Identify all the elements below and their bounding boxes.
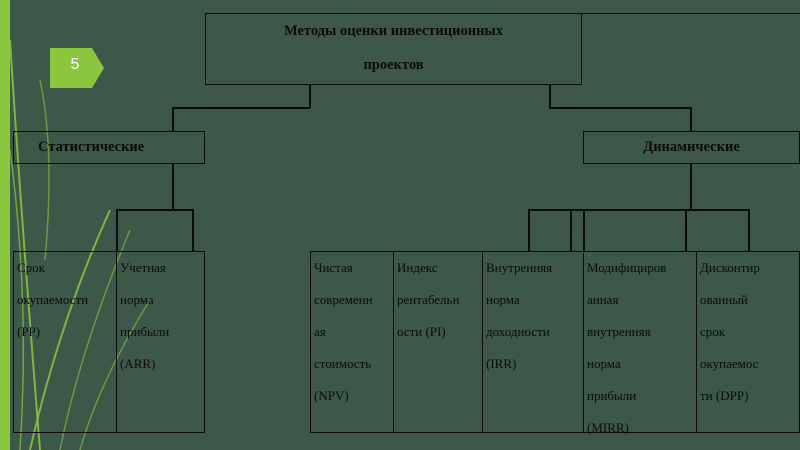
method-text: рентабельн (397, 292, 460, 307)
connector (570, 209, 572, 251)
method-text: анная (587, 292, 619, 307)
category-dynamic: Динамические (583, 131, 800, 164)
connector (309, 85, 311, 108)
method-text: срок (700, 324, 726, 339)
method-pi: Индекс рентабельн ости (PI) (393, 251, 483, 433)
method-text: Модифициров (587, 260, 667, 275)
method-text: стоимость (314, 356, 372, 371)
method-text: (ARR) (120, 356, 156, 371)
connector (192, 209, 194, 251)
method-text: Дисконтир (700, 260, 760, 275)
method-mirr: Модифициров анная внутренняя норма прибы… (583, 251, 697, 435)
connector (172, 107, 310, 109)
method-text: норма (587, 356, 621, 371)
method-text: Срок (17, 260, 45, 275)
method-npv: Чистая современн ая стоимость (NPV) (310, 251, 394, 433)
method-text: (MIRR) (587, 420, 629, 435)
method-dpp: Дисконтир ованный срок окупаемос ти (DPP… (696, 251, 800, 433)
connector (685, 209, 687, 251)
diagram-title: Методы оценки инвестиционных проектов (205, 14, 582, 82)
connector (172, 107, 174, 131)
connector (549, 85, 551, 108)
method-text: Учетная (120, 260, 166, 275)
method-text: Чистая (314, 260, 353, 275)
connector (528, 209, 749, 211)
method-text: внутренняя (587, 324, 651, 339)
method-arr: Учетная норма прибыли (ARR) (116, 251, 205, 433)
title-line-1: Методы оценки инвестиционных (283, 23, 503, 39)
method-text: окупаемости (17, 292, 89, 307)
method-text: норма (486, 292, 520, 307)
method-text: окупаемос (700, 356, 759, 371)
connector (583, 209, 585, 251)
method-text: ости (PI) (397, 324, 446, 339)
method-text: (PP) (17, 324, 41, 339)
method-text: прибыли (120, 324, 170, 339)
connector (748, 209, 750, 251)
connector (116, 209, 193, 211)
method-text: (IRR) (486, 356, 517, 371)
connector (690, 107, 692, 131)
connector (528, 209, 530, 251)
title-box (205, 13, 582, 85)
method-text: ти (DPP) (700, 388, 749, 403)
connector (690, 164, 692, 210)
method-text: норма (120, 292, 154, 307)
title-extension-line (582, 13, 800, 14)
method-text: Внутренняя (486, 260, 553, 275)
method-text: ая (314, 324, 326, 339)
method-text: современн (314, 292, 373, 307)
connector (549, 107, 691, 109)
method-text: прибыли (587, 388, 637, 403)
method-text: доходности (486, 324, 550, 339)
method-text: (NPV) (314, 388, 349, 403)
method-irr: Внутренняя норма доходности (IRR) (482, 251, 584, 433)
method-text: Индекс (397, 260, 438, 275)
connector (172, 164, 174, 210)
method-text: ованный (700, 292, 748, 307)
method-pp: Срок окупаемости (PP) (13, 251, 117, 433)
connector (116, 209, 118, 251)
title-line-2: проектов (363, 57, 424, 73)
category-static: Статистические (13, 131, 205, 164)
slide-number: 5 (70, 56, 80, 73)
